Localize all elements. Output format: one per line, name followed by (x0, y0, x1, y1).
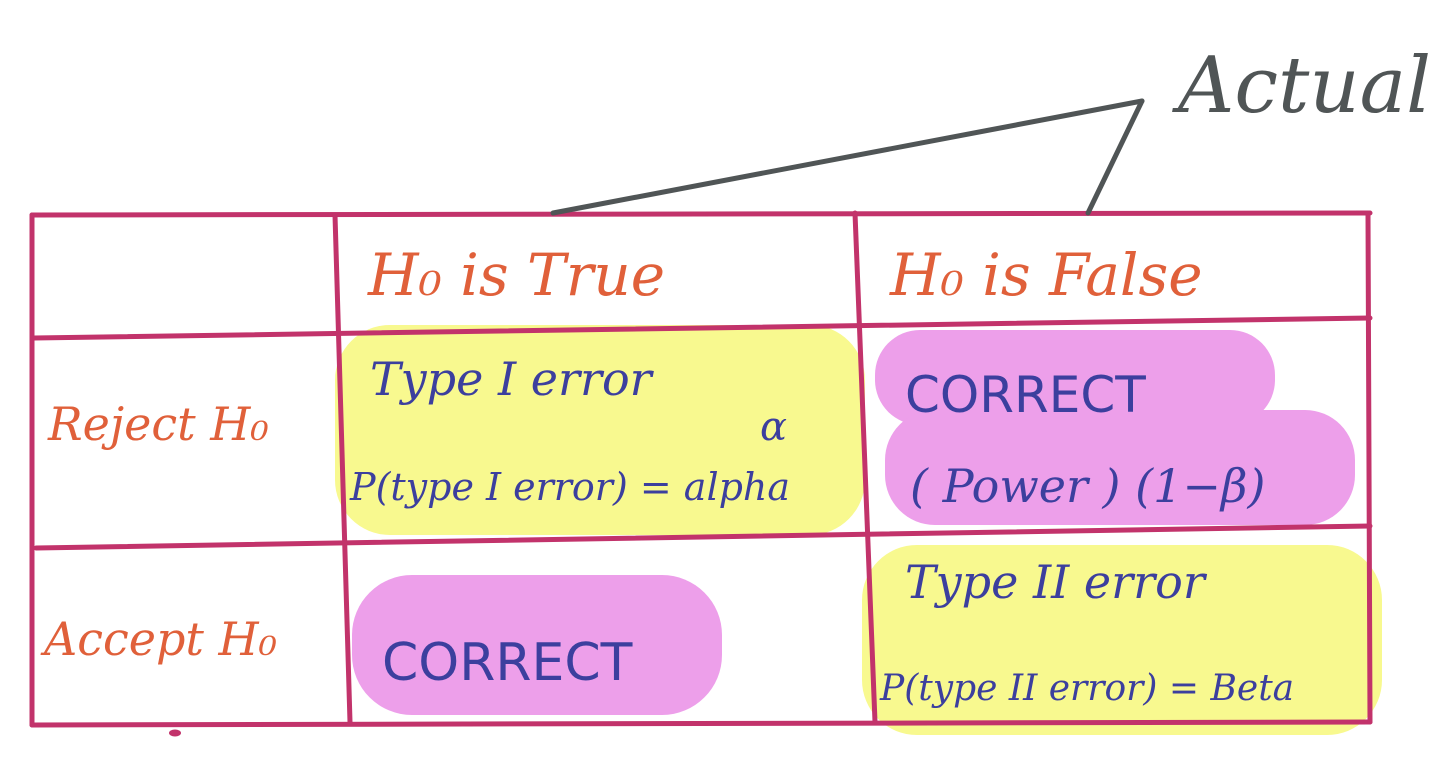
pink-highlight-correct (352, 575, 722, 715)
type2-probability-label: P(type II error) = Beta (879, 668, 1294, 709)
correct-accept-label: CORRECT (382, 633, 633, 693)
table-grid (29, 210, 1373, 728)
correct-power-label: CORRECT (905, 366, 1146, 424)
row-header-reject-h0: Reject H₀ (47, 397, 269, 451)
column-header-h0-false: H₀ is False (889, 241, 1203, 309)
stray-dot (169, 729, 181, 737)
column-header-h0-true: H₀ is True (367, 241, 665, 309)
alpha-symbol: α (760, 404, 787, 450)
type1-error-label: Type I error (370, 352, 655, 406)
actual-connector (550, 98, 1145, 216)
row-header-accept-h0: Accept H₀ (40, 612, 277, 666)
pink-highlight-power-b (885, 410, 1355, 525)
pink-highlight-power-a (875, 330, 1275, 425)
yellow-highlight-type1 (335, 325, 865, 535)
yellow-highlight-type2 (862, 545, 1382, 735)
power-formula-label: ( Power ) (1−β) (910, 459, 1265, 513)
type2-error-label: Type II error (905, 555, 1208, 609)
type1-probability-label: P(type I error) = alpha (349, 465, 790, 509)
highlights (335, 325, 1382, 735)
actual-label: Actual (1172, 41, 1431, 131)
